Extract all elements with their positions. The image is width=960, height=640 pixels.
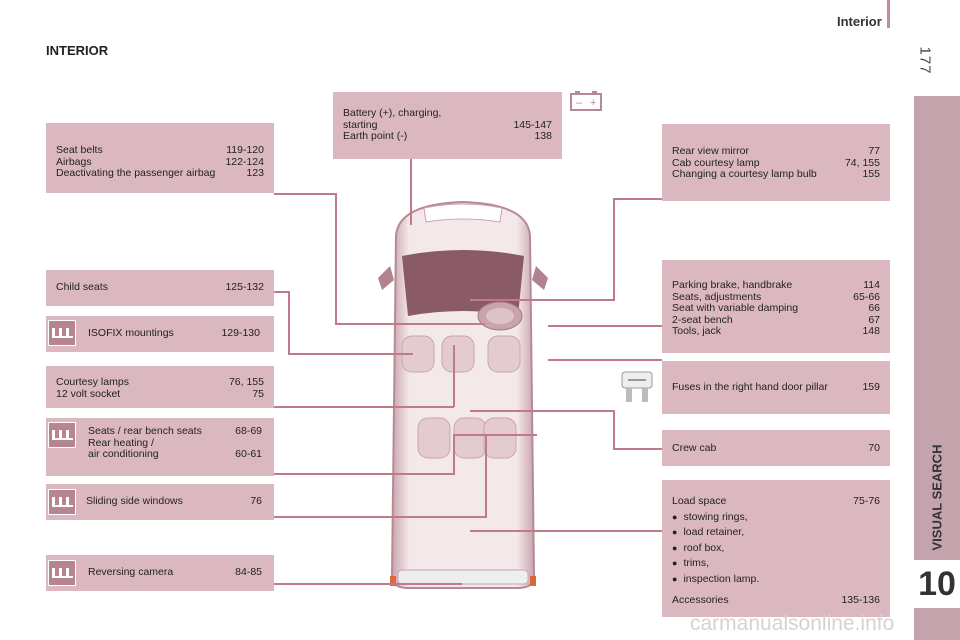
passenger-version-icon (48, 320, 76, 346)
list-item: ●inspection lamp. (672, 572, 760, 585)
battery-icon: – + (570, 91, 602, 111)
leader-line (613, 410, 615, 450)
leader-line (335, 323, 485, 325)
leader-line (613, 448, 662, 450)
leader-line (548, 325, 662, 327)
leader-line (548, 359, 662, 361)
leader-line (453, 345, 455, 407)
leader-line (470, 410, 615, 412)
leader-line (410, 159, 412, 225)
leader-line (335, 193, 337, 324)
leader-line (274, 516, 486, 518)
leader-line (288, 353, 413, 355)
leader-line (453, 434, 537, 436)
leader-line (613, 198, 615, 301)
leader-line (453, 434, 455, 475)
header-divider (887, 0, 890, 28)
leader-line (470, 299, 615, 301)
list-item: ●load retainer, (672, 526, 745, 538)
svg-text:+: + (590, 97, 596, 109)
svg-text:–: – (576, 97, 583, 109)
passenger-version-icon (48, 422, 76, 448)
leader-line (274, 473, 454, 475)
visual-search-label: VISUAL SEARCH (929, 444, 945, 551)
list-item: ●stowing rings, (672, 510, 748, 523)
passenger-version-icon (48, 489, 76, 515)
leader-line (485, 436, 487, 518)
leader-line (274, 193, 336, 195)
passenger-version-icon (48, 560, 76, 586)
watermark: carmanualsonline.info (690, 612, 895, 635)
leader-line (288, 291, 290, 354)
list-item: ●roof box, (672, 541, 725, 554)
page-number: 177 (916, 46, 934, 75)
section-header: Interior (837, 14, 882, 29)
sidebar-tab (914, 96, 960, 640)
van-illustration (378, 200, 548, 589)
fuse-icon (621, 371, 653, 402)
page-title: INTERIOR (46, 43, 109, 58)
chapter-number: 10 (914, 560, 960, 608)
leader-line (274, 406, 454, 408)
leader-line (274, 583, 462, 585)
leader-line (613, 198, 662, 200)
leader-line (274, 291, 290, 293)
leader-line (470, 530, 662, 532)
list-item: ●trims, (672, 557, 710, 569)
